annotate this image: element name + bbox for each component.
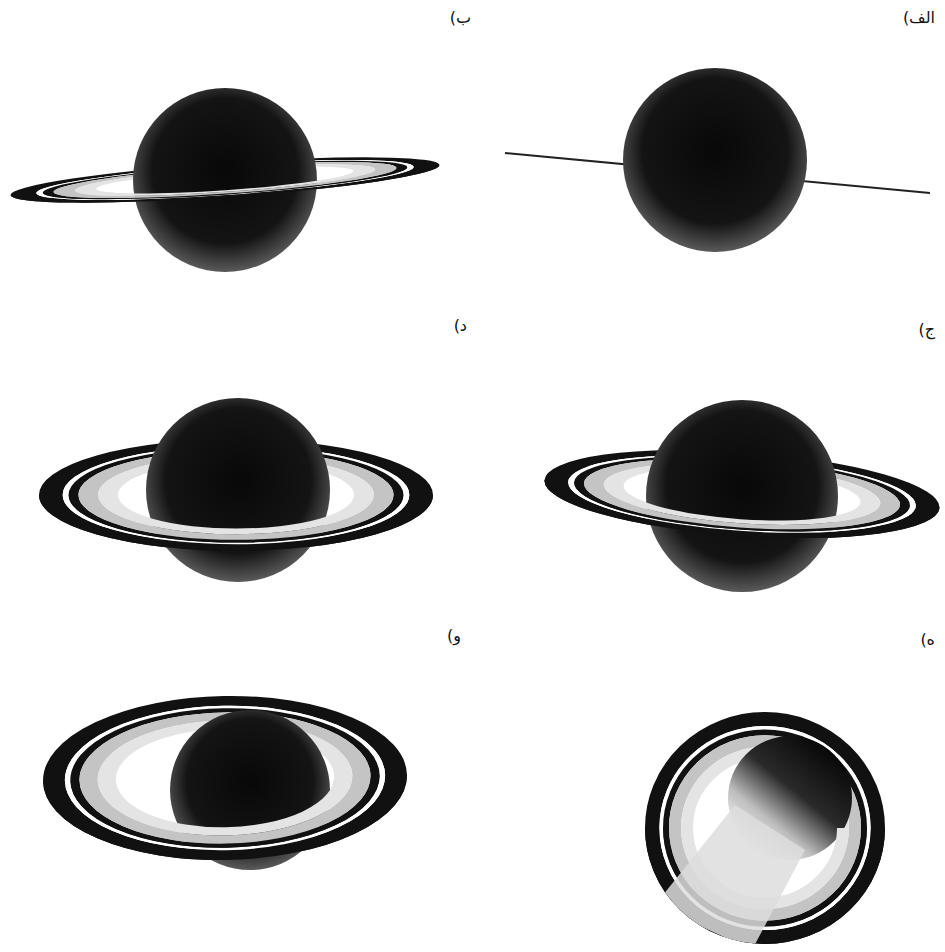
saturn-wide-open <box>53 698 398 870</box>
saturn-slightly-open <box>22 88 427 272</box>
panel-label: ج) <box>916 320 937 339</box>
saturn-tilted <box>554 400 931 592</box>
panel-label: د) <box>452 316 469 335</box>
saturn-tilted <box>51 398 421 582</box>
panel-label: ب) <box>448 8 473 27</box>
panel-label: ه) <box>918 630 937 649</box>
panel-label: و) <box>445 626 463 645</box>
saturn-pole-view <box>652 719 878 950</box>
panel-label: الف) <box>901 8 937 27</box>
saturn-edge-on <box>505 68 930 252</box>
